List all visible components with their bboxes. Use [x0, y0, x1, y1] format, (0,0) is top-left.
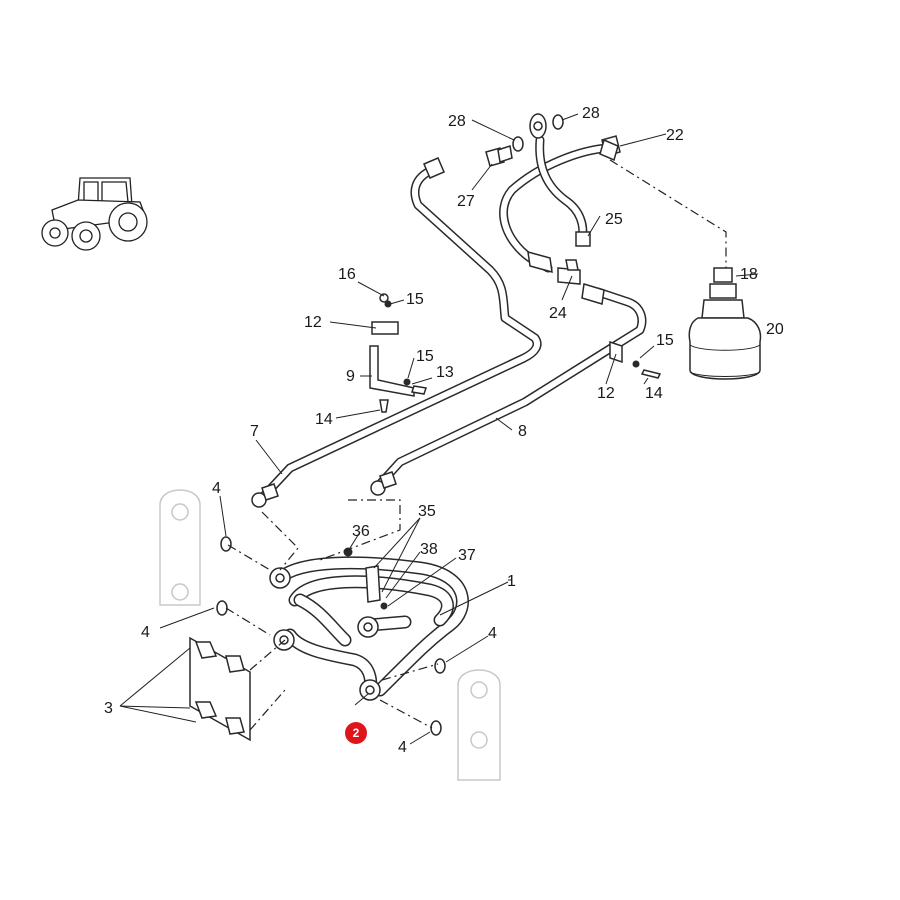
leader-lines — [119, 113, 759, 745]
callout-3: 3 — [104, 700, 113, 717]
callout-15c: 15 — [656, 332, 674, 349]
callout-labels: 1 3 4 4 4 4 7 8 9 12 12 13 14 14 15 15 1… — [104, 105, 784, 756]
callout-28a: 28 — [448, 113, 466, 130]
accumulator-20 — [688, 267, 762, 380]
callout-20: 20 — [766, 321, 784, 338]
highlight-badge-2[interactable] — [345, 722, 367, 744]
cylinder-left — [159, 489, 201, 606]
elbow-22 — [599, 138, 619, 162]
washer-4a — [220, 536, 232, 552]
washer-4b — [216, 600, 228, 616]
tractor-thumbnail-icon — [41, 177, 148, 251]
washer-4c — [434, 658, 446, 674]
callout-12b: 12 — [597, 385, 615, 402]
callout-15b: 15 — [416, 348, 434, 365]
callout-12a: 12 — [304, 314, 322, 331]
bracket-9 — [369, 293, 427, 413]
callout-38: 38 — [420, 541, 438, 558]
callout-9: 9 — [346, 368, 355, 385]
callout-4b: 4 — [141, 624, 150, 641]
callout-36: 36 — [352, 523, 370, 540]
callout-1: 1 — [507, 573, 516, 590]
callout-24: 24 — [549, 305, 567, 322]
tee-fitting-24 — [527, 250, 605, 305]
callout-8: 8 — [518, 423, 527, 440]
callout-37: 37 — [458, 547, 476, 564]
callout-16: 16 — [338, 266, 356, 283]
valve-block-3 — [189, 636, 251, 742]
callout-4c: 4 — [488, 625, 497, 642]
hose-assembly-1 — [269, 547, 469, 701]
callout-22: 22 — [666, 127, 684, 144]
clamp-12-right — [609, 340, 662, 379]
seal-28b — [552, 114, 564, 130]
washer-4d — [430, 720, 442, 736]
callout-25: 25 — [605, 211, 623, 228]
pipe-7 — [251, 157, 542, 508]
callout-28b: 28 — [582, 105, 600, 122]
pipe-8 — [370, 287, 647, 496]
callout-35: 35 — [418, 503, 436, 520]
callout-14a: 14 — [315, 411, 333, 428]
seal-28a — [512, 136, 524, 152]
callout-15a: 15 — [406, 291, 424, 308]
callout-4d: 4 — [398, 739, 407, 756]
callout-14b: 14 — [645, 385, 663, 402]
callout-18: 18 — [740, 266, 758, 283]
callout-2[interactable]: 2 — [353, 726, 360, 740]
cylinder-right — [457, 669, 501, 781]
plug-27 — [485, 145, 513, 167]
connection-lines — [225, 159, 727, 731]
callout-13: 13 — [436, 364, 454, 381]
callout-4a: 4 — [212, 480, 221, 497]
callout-7: 7 — [250, 423, 259, 440]
callout-27: 27 — [457, 193, 475, 210]
pipe-25 — [499, 113, 621, 273]
